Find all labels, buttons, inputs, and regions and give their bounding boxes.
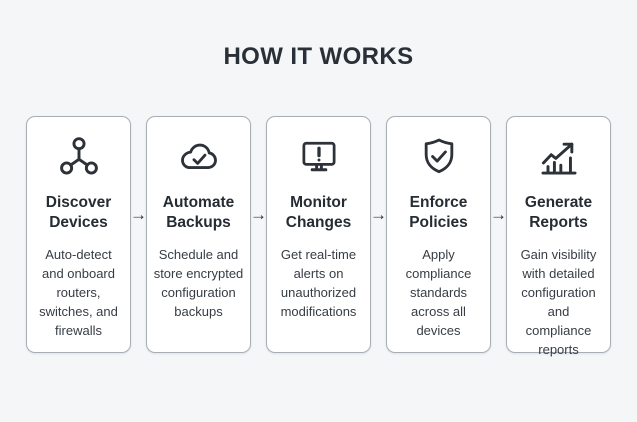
step-icon (387, 134, 490, 180)
step-description: Get real-time alerts on unauthorized mod… (280, 247, 357, 319)
monitor-alert-icon (302, 141, 335, 172)
arrow-right-icon: → (370, 205, 387, 224)
step-title: Generate Reports (524, 194, 593, 231)
cloud-check-icon (180, 143, 217, 169)
arrow-right-icon: → (130, 205, 147, 224)
shield-check-icon (424, 138, 453, 174)
step-card: Automate Backups Schedule and store encr… (146, 116, 251, 353)
step-arrow: → (130, 205, 147, 225)
step-icon (507, 134, 610, 180)
page-title: HOW IT WORKS (223, 43, 414, 70)
step-title: Enforce Policies (409, 194, 468, 231)
step-description: Gain visibility with detailed configurat… (520, 247, 597, 357)
step-icon (27, 134, 130, 180)
step-arrow: → (490, 205, 507, 225)
step-description: Schedule and store encrypted configurati… (153, 247, 244, 319)
steps-row: Discover Devices Auto-detect and onboard… (0, 116, 637, 357)
step-card: Discover Devices Auto-detect and onboard… (26, 116, 131, 353)
step-card: Generate Reports Gain visibility with de… (506, 116, 611, 357)
arrow-right-icon: → (250, 205, 267, 224)
step-card: Enforce Policies Apply compliance standa… (386, 116, 491, 353)
step-arrow: → (250, 205, 267, 225)
step-title: Automate Backups (162, 194, 235, 231)
step-description: Apply compliance standards across all de… (405, 247, 472, 338)
arrow-right-icon: → (490, 205, 507, 224)
step-icon (267, 134, 370, 180)
network-nodes-icon (59, 137, 98, 175)
how-it-works-section: HOW IT WORKS Discover Devices Auto-detec… (0, 43, 637, 357)
step-title: Discover Devices (45, 194, 112, 231)
step-description: Auto-detect and onboard routers, switche… (39, 247, 118, 338)
step-title: Monitor Changes (285, 194, 352, 231)
step-card: Monitor Changes Get real-time alerts on … (266, 116, 371, 353)
step-arrow: → (370, 205, 387, 225)
chart-growth-icon (540, 142, 577, 175)
step-icon (147, 134, 250, 180)
